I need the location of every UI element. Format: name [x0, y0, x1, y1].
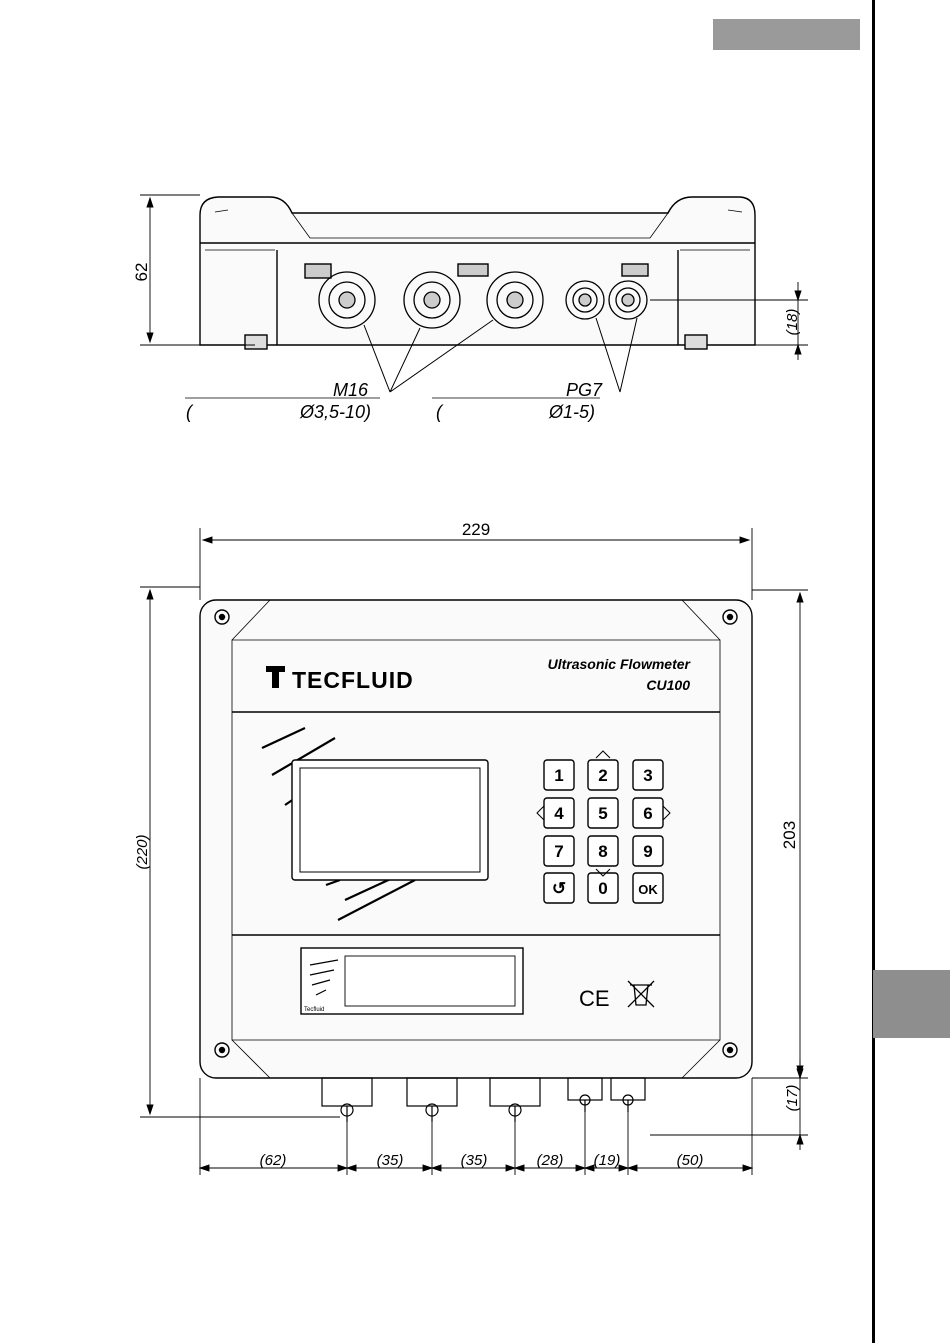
- dim-spacing-5: (19): [594, 1152, 621, 1169]
- keypad-key-label: ↺: [552, 879, 566, 898]
- keypad-key: 1: [544, 760, 574, 790]
- label-paren-left: (: [186, 402, 194, 422]
- keypad-key: OK: [633, 873, 663, 903]
- keypad-key: 9: [633, 836, 663, 866]
- model-name: CU100: [646, 677, 690, 693]
- keypad-key-label: 8: [598, 842, 607, 861]
- dim-spacing-1: (62): [260, 1152, 287, 1169]
- dim-spacing-3: (35): [461, 1152, 488, 1169]
- label-m16: M16: [333, 380, 369, 400]
- keypad-key-label: OK: [638, 882, 658, 897]
- label-paren-mid: (: [436, 402, 444, 422]
- keypad-key: 2: [588, 760, 618, 790]
- keypad-key-label: 7: [554, 842, 563, 861]
- keypad-key-label: 3: [643, 766, 652, 785]
- dim-spacing-2: (35): [377, 1152, 404, 1169]
- keypad-key: 8: [588, 836, 618, 866]
- keypad-key-label: 6: [643, 804, 652, 823]
- dim-height-side: 62: [132, 263, 151, 282]
- product-line: Ultrasonic Flowmeter: [548, 656, 692, 672]
- keypad-key: 3: [633, 760, 663, 790]
- dim-gland-protrusion: (17): [784, 1085, 801, 1112]
- dim-gland-offset: (18): [784, 309, 801, 336]
- dim-spacing-4: (28): [537, 1152, 564, 1169]
- keypad-key-label: 1: [554, 766, 563, 785]
- dim-body-height: 203: [780, 821, 799, 849]
- window-logo-text: Tecfluid: [304, 1007, 324, 1013]
- keypad-key-label: 2: [598, 766, 607, 785]
- ce-mark: CE: [579, 986, 610, 1011]
- label-m16-range: Ø3,5-10): [299, 402, 371, 422]
- dim-overall-height: (220): [134, 834, 151, 869]
- label-pg7: PG7: [566, 380, 603, 400]
- side-view: [185, 197, 755, 398]
- keypad-key: 4: [544, 798, 574, 828]
- keypad-key-label: 5: [598, 804, 607, 823]
- dim-spacing-6: (50): [677, 1152, 704, 1169]
- keypad-key: 6: [633, 798, 663, 828]
- keypad-key-label: 4: [554, 804, 564, 823]
- dim-total-width: 229: [462, 520, 490, 539]
- keypad-key-label: 9: [643, 842, 652, 861]
- keypad-key: 5: [588, 798, 618, 828]
- keypad-key: 0: [588, 873, 618, 903]
- label-pg7-range: Ø1-5): [548, 402, 595, 422]
- keypad-key: 7: [544, 836, 574, 866]
- svg-text:TECFLUID: TECFLUID: [292, 667, 414, 693]
- keypad-key: ↺: [544, 873, 574, 903]
- keypad-key-label: 0: [598, 879, 607, 898]
